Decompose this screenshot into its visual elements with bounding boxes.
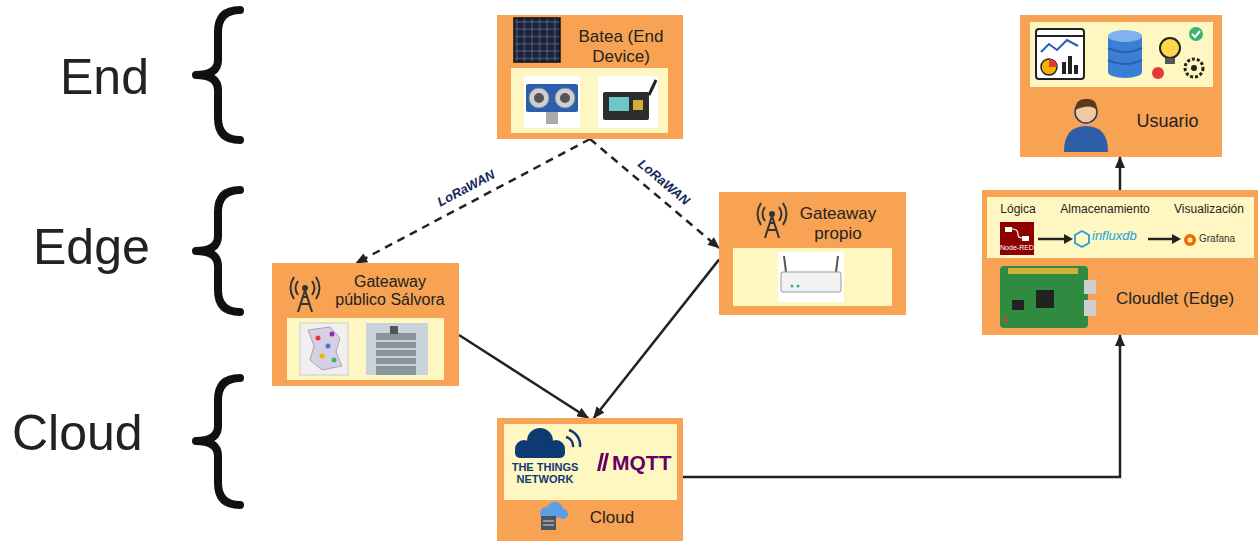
node-title: Gateaway público Sálvora [330, 273, 450, 310]
link-label: LoRaWAN [636, 157, 692, 207]
logo-text: Node-RED [1000, 244, 1034, 251]
cloud-box: THE THINGS NETWORK MQTT Cloud [497, 418, 683, 541]
tier-brace [196, 378, 240, 505]
data-flow-arrow [683, 335, 1120, 477]
stage-heading: Almacenamiento [1050, 203, 1160, 217]
tier-brace [196, 190, 240, 312]
node-title: Usuario [1120, 111, 1215, 132]
radio-link [356, 139, 590, 263]
logo-text: influxdb [1092, 229, 1152, 244]
stage-heading: Visualización [1167, 203, 1251, 217]
tier-label: Cloud [12, 408, 143, 458]
logo-text: THE THINGS NETWORK [506, 461, 584, 485]
end-device-box: Batea (End Device) [497, 15, 683, 139]
stage-heading: Lógica [988, 203, 1048, 217]
radio-link [590, 139, 719, 248]
tier-brace [196, 10, 240, 140]
data-flow-arrow [1119, 157, 1122, 190]
tier-label: End [60, 52, 149, 102]
cloudlet-box: LógicaAlmacenamiento VisualizaciónNode-RE… [982, 190, 1258, 335]
pipeline-panel: LógicaAlmacenamiento VisualizaciónNode-RE… [987, 197, 1254, 258]
node-title: Gateaway propio [777, 204, 899, 243]
tier-brace [196, 10, 240, 505]
gateway-box: Gateaway público Sálvora [272, 263, 459, 386]
data-flow-arrow [459, 335, 588, 418]
node-title: Cloudlet (Edge) [1100, 289, 1250, 309]
link-label: LoRaWAN [435, 167, 497, 208]
node-title: Cloud [572, 508, 652, 528]
user-box: Usuario [1020, 15, 1222, 157]
cloud-services-panel: THE THINGS NETWORK MQTT [504, 424, 677, 500]
logo-text: Grafana [1199, 233, 1249, 245]
gateway-box: Gateaway propio [719, 192, 906, 315]
data-flow-arrow [594, 260, 719, 418]
tier-label: Edge [33, 222, 150, 272]
node-title: Batea (End Device) [565, 27, 677, 66]
logo-text: MQTT [612, 451, 674, 475]
